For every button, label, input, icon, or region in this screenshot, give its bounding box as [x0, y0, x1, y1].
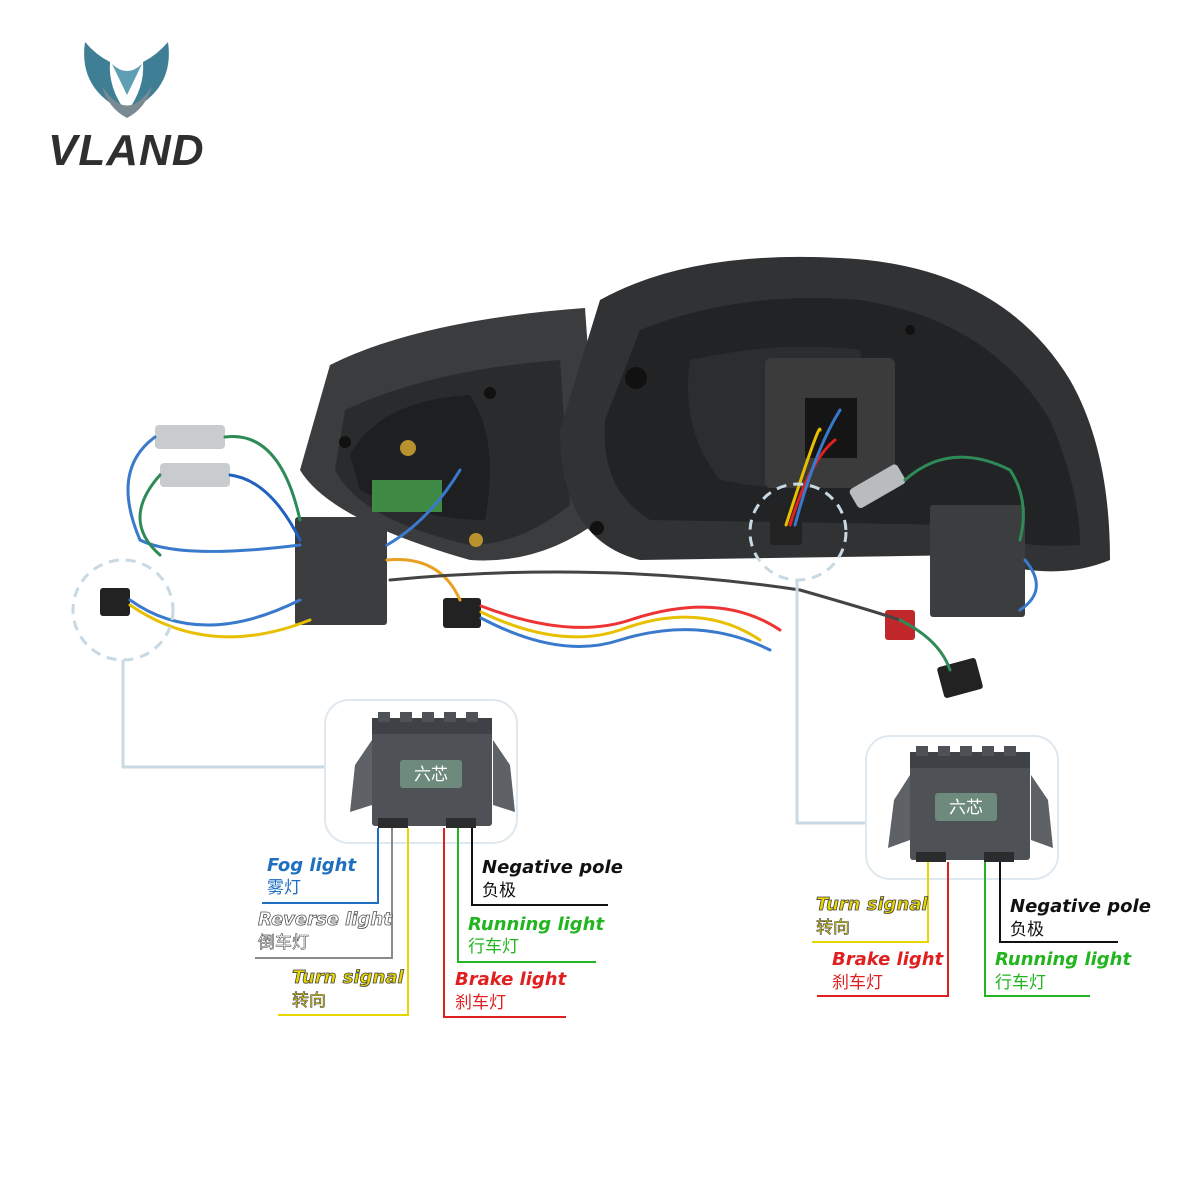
left-fog-light-cn-label: 雾灯 — [267, 878, 301, 898]
left-wire-leads — [255, 828, 608, 1018]
right-brake-light-cn-label: 刹车灯 — [832, 973, 883, 993]
left-brake-light-label: Brake light — [455, 969, 568, 990]
left-reverse-light-label: Reverse light — [258, 909, 393, 930]
vland-logo: VLAND — [48, 42, 205, 175]
right-wire-leads — [812, 862, 1118, 997]
left-running-light-label: Running light — [468, 914, 605, 935]
right-connector-chip-label: 六芯 — [949, 798, 983, 818]
right-turn-signal-cn-label: 转向 — [816, 918, 850, 938]
right-brake-light-label: Brake light — [832, 949, 945, 970]
left-running-light-cn-label: 行车灯 — [468, 937, 519, 957]
brand-name: VLAND — [48, 126, 205, 175]
right-turn-signal-label: Turn signal — [816, 894, 928, 915]
left-connector-callout: 六芯 — [324, 699, 518, 844]
left-reverse-light-cn-label: 倒车灯 — [258, 933, 309, 953]
right-negative-pole-label: Negative pole — [1010, 896, 1151, 917]
left-negative-pole-label: Negative pole — [482, 857, 623, 878]
left-turn-signal-cn-label: 转向 — [292, 991, 326, 1011]
left-turn-signal-label: Turn signal — [292, 967, 404, 988]
tail-light-assembly — [71, 256, 1110, 698]
left-connector-chip-label: 六芯 — [414, 765, 448, 785]
right-connector-callout: 六芯 — [865, 735, 1059, 880]
left-fog-light-label: Fog light — [267, 855, 357, 876]
right-callout-leader — [795, 580, 866, 825]
right-negative-pole-cn-label: 负极 — [1010, 920, 1044, 940]
left-brake-light-cn-label: 刹车灯 — [455, 993, 506, 1013]
left-negative-pole-cn-label: 负极 — [482, 881, 516, 901]
right-running-light-label: Running light — [995, 949, 1132, 970]
left-callout-leader — [121, 660, 325, 769]
right-running-light-cn-label: 行车灯 — [995, 973, 1046, 993]
